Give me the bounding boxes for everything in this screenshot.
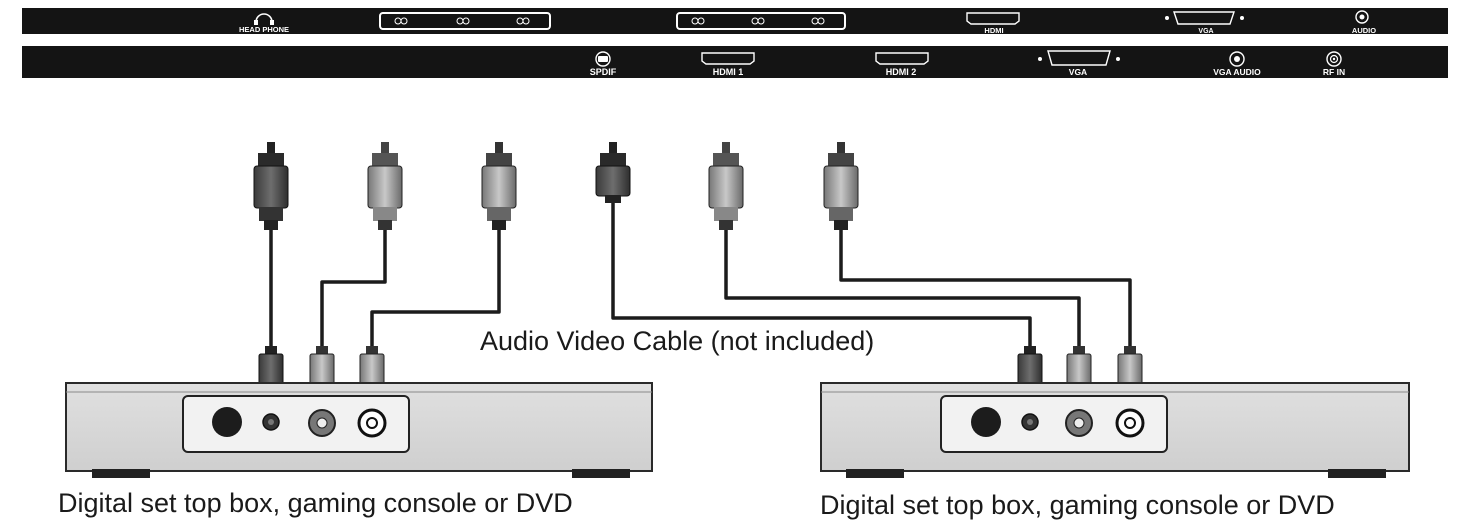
hdmi-port-label: HDMI [984,26,1003,35]
component-input-group-2 [676,12,846,30]
audio-port-label: AUDIO [1352,26,1376,35]
spdif-port-label: SPDIF [590,67,617,77]
vga-input-port-label: VGA [1069,67,1087,77]
vga-input-port-icon [1038,50,1120,66]
headphone-icon [254,13,274,25]
cable-wire-5 [724,228,1081,350]
rf-in-port-label: RF IN [1323,67,1345,77]
vga-port-label: VGA [1198,28,1213,35]
cable-wire-4 [611,200,1032,350]
vga-audio-port-icon [1229,51,1245,67]
rf-in-port-icon [1326,51,1342,67]
rca-plug-top-6 [823,142,859,230]
hdmi1-port-label: HDMI 1 [713,67,744,77]
tv-side-panel: HEAD PHONE HDMI [22,8,1448,35]
vga-audio-port-label: VGA AUDIO [1213,67,1261,77]
audio-port-icon [1355,10,1369,24]
rca-plug-top-2 [367,142,403,230]
device-left [65,382,653,478]
vga-port-icon [1165,11,1244,25]
device-right-jack-panel [940,395,1168,453]
device-label-left: Digital set top box, gaming console or D… [58,488,573,518]
hdmi-port-icon [966,12,1020,25]
cable-wire-3 [370,228,501,350]
spdif-port-icon [595,51,611,67]
cable-wire-2 [320,228,387,350]
device-label-right: Digital set top box, gaming console or D… [820,490,1335,520]
cable-label: Audio Video Cable (not included) [480,326,875,356]
cable-wire-6 [839,228,1132,350]
hdmi2-port-label: HDMI 2 [886,67,917,77]
cable-wires [269,200,1132,350]
rca-plug-top-3 [481,142,517,230]
rca-plug-top-5 [708,142,744,230]
hdmi2-port-icon [875,52,929,65]
device-right [820,382,1410,478]
device-right-svideo-jack [971,407,1001,437]
rca-plug-top-4 [595,142,631,203]
rca-plug-top-1 [253,142,289,230]
tv-bottom-panel: SPDIF HDMI 1 HDMI 2 VGA VGA AUDIO RF IN [22,46,1448,78]
component-input-group-1 [379,12,551,30]
headphone-port-label: HEAD PHONE [239,25,289,34]
device-left-svideo-jack [212,407,242,437]
device-left-jack-panel [182,395,410,453]
hdmi1-port-icon [701,52,755,65]
